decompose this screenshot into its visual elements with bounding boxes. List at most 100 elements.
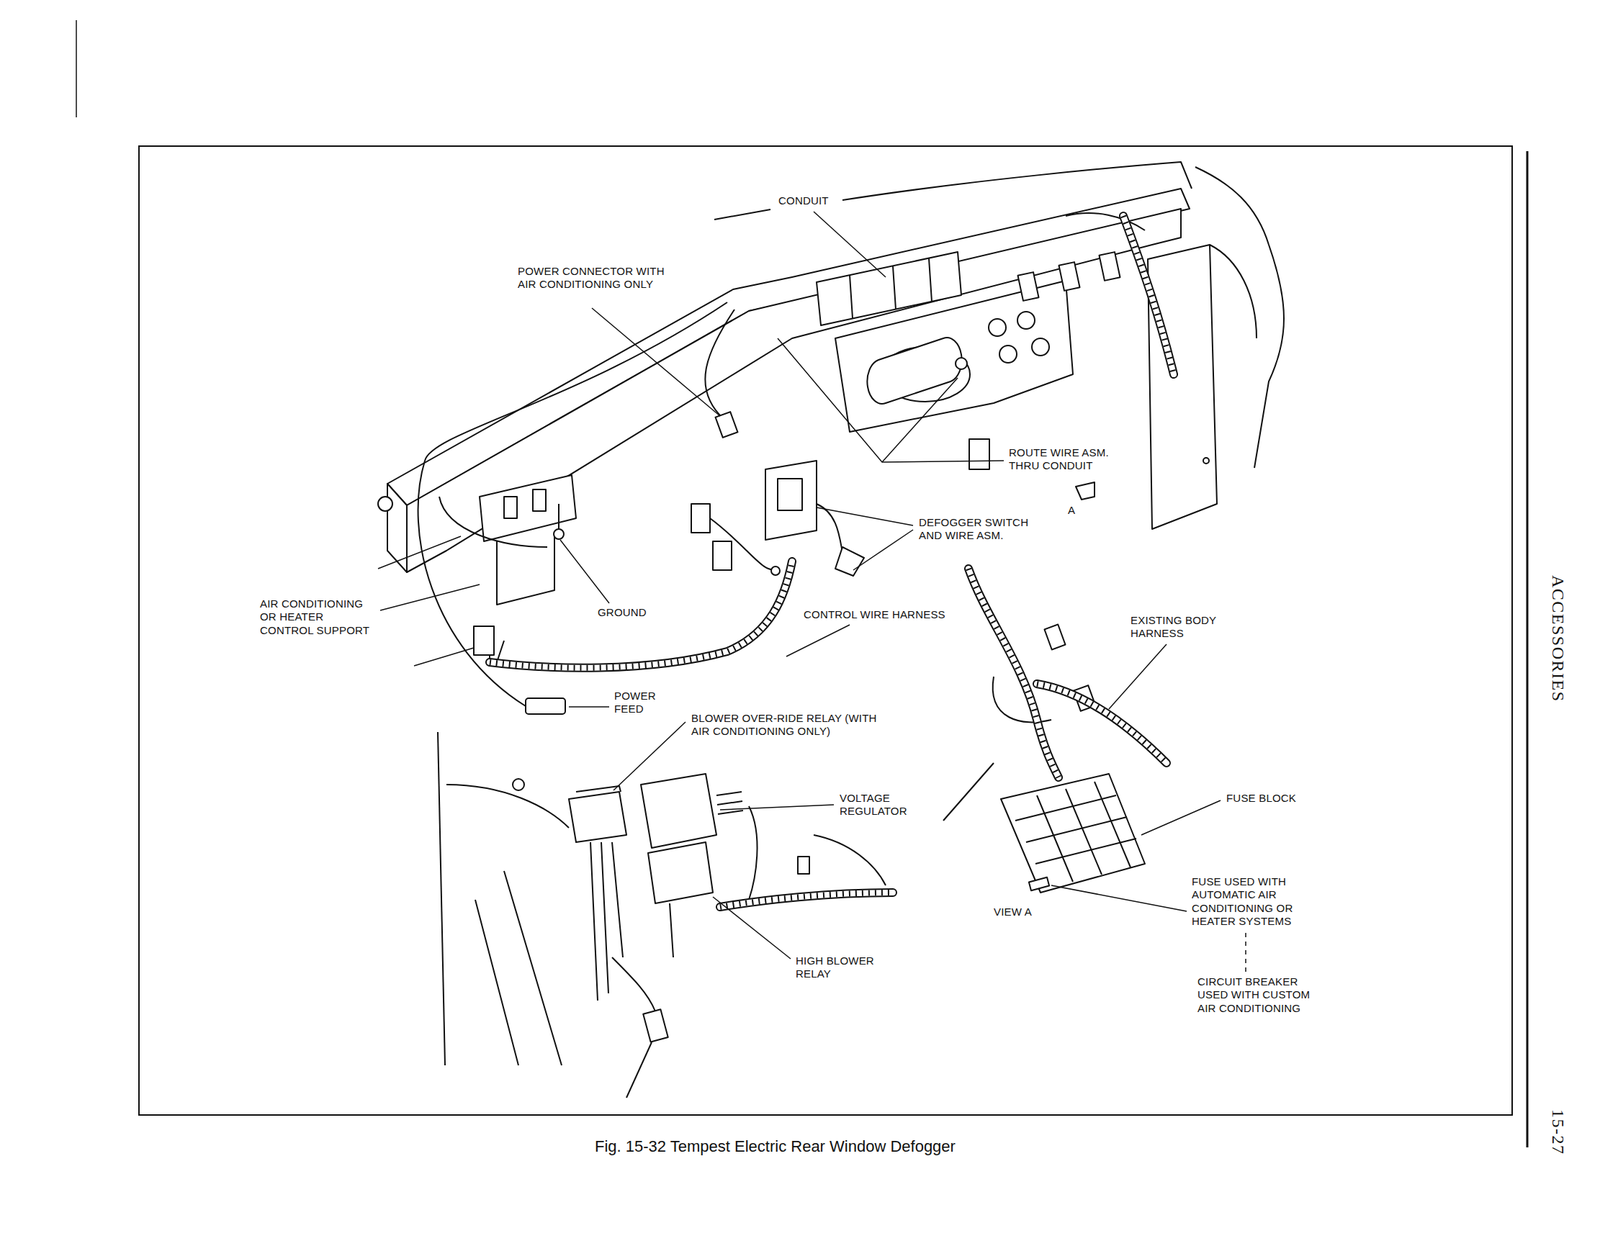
callout-label: VOLTAGE REGULATOR xyxy=(838,792,920,819)
relay-inset xyxy=(512,779,525,791)
page-frame xyxy=(1526,151,1529,1148)
relay-inset xyxy=(720,892,893,908)
instrument-panel xyxy=(988,318,1006,337)
leader-line xyxy=(560,540,610,604)
relay-inset xyxy=(720,892,893,908)
relay-inset xyxy=(640,774,717,849)
fuse-block-view xyxy=(968,568,1059,778)
control-wiring xyxy=(771,566,780,576)
instrument-panel xyxy=(378,162,1284,573)
leader-line xyxy=(813,211,886,278)
leader-line xyxy=(1051,885,1187,912)
callout-label: AIR CONDITIONING OR HEATER CONTROL SUPPO… xyxy=(259,597,381,638)
relay-inset xyxy=(437,732,893,1099)
control-wiring xyxy=(439,496,548,548)
control-wiring xyxy=(558,504,560,530)
leader-line xyxy=(777,338,1004,463)
callout-label: HIGH BLOWER RELAY xyxy=(794,954,885,982)
callout-label: FUSE USED WITH AUTOMATIC AIR CONDITIONIN… xyxy=(1190,875,1323,929)
page-number: 15-27 xyxy=(1547,1108,1569,1157)
callout-label: POWER CONNECTOR WITH AIR CONDITIONING ON… xyxy=(517,264,685,292)
callout-label: CONTROL WIRE HARNESS xyxy=(802,608,947,622)
relay-inset xyxy=(813,835,886,886)
fuse-block-view xyxy=(1044,624,1065,650)
control-wiring xyxy=(504,496,518,519)
section-heading: ACCESSORIES xyxy=(1547,574,1569,704)
figure-caption: Fig. 15-32 Tempest Electric Rear Window … xyxy=(594,1137,956,1157)
instrument-panel xyxy=(1098,252,1120,281)
instrument-panel xyxy=(842,162,1192,201)
instrument-panel xyxy=(969,439,990,470)
instrument-panel xyxy=(1017,272,1039,301)
fuse-block-view xyxy=(968,568,1059,778)
leader-line xyxy=(712,897,791,960)
callout-label: POWER FEED xyxy=(613,689,666,717)
relay-inset xyxy=(437,732,446,1066)
leader-line xyxy=(720,805,834,811)
instrument-panel xyxy=(1123,216,1174,375)
fuse-block-view xyxy=(943,763,994,821)
leader-line xyxy=(1108,644,1167,710)
leader-line xyxy=(786,625,850,657)
instrument-panel xyxy=(999,345,1017,363)
view-label: VIEW A xyxy=(992,905,1033,919)
leader-line xyxy=(1141,800,1221,836)
control-wiring xyxy=(479,475,577,542)
leader-line xyxy=(1245,933,1247,973)
fuse-block-view xyxy=(1028,877,1050,891)
instrument-panel xyxy=(1058,262,1080,291)
control-wiring xyxy=(553,529,564,540)
instrument-panel xyxy=(849,258,932,319)
leader-line xyxy=(882,378,958,463)
instrument-panel xyxy=(1203,457,1210,464)
instrument-panel xyxy=(955,357,968,370)
leader-line xyxy=(853,529,914,571)
control-wiring xyxy=(418,302,865,715)
fuse-block-view xyxy=(1036,684,1167,764)
relay-inset xyxy=(748,806,758,901)
instrument-panel xyxy=(1195,167,1284,469)
control-wiring xyxy=(532,489,546,512)
leader-line xyxy=(378,536,461,569)
instrument-panel xyxy=(866,337,962,404)
instrument-panel xyxy=(1209,244,1257,339)
instrument-panel xyxy=(1031,338,1050,356)
callout-label: EXISTING BODY HARNESS xyxy=(1129,614,1233,641)
fuse-block-view xyxy=(1036,684,1167,764)
leader-line xyxy=(380,584,480,611)
page-frame xyxy=(75,20,78,118)
control-wiring xyxy=(715,411,739,438)
relay-inset xyxy=(475,871,562,1066)
leader-line xyxy=(378,211,1246,973)
relay-inset xyxy=(797,856,810,875)
fuse-block-view xyxy=(1000,774,1145,893)
instrument-panel xyxy=(406,208,1181,573)
callout-label: ROUTE WIRE ASM. THRU CONDUIT xyxy=(1008,446,1138,474)
page-frame xyxy=(138,146,1513,1116)
control-wiring xyxy=(835,547,865,577)
control-wiring xyxy=(489,561,793,669)
fuse-block-view xyxy=(1036,781,1131,883)
fuse-block-view xyxy=(1036,684,1167,764)
instrument-panel xyxy=(1123,216,1174,375)
view-letter: A xyxy=(1067,504,1076,518)
relay-inset xyxy=(720,892,893,908)
control-wiring xyxy=(525,698,566,715)
relay-inset xyxy=(612,957,656,1012)
control-wiring xyxy=(712,541,732,571)
leader-line xyxy=(816,507,914,526)
leader-line xyxy=(613,722,686,791)
control-wiring xyxy=(709,518,778,571)
instrument-panel xyxy=(1147,244,1217,530)
callout-label: BLOWER OVER-RIDE RELAY (WITH AIR CONDITI… xyxy=(690,712,885,739)
instrument-panel xyxy=(714,209,771,220)
instrument-panel xyxy=(1017,311,1035,330)
fuse-block-view xyxy=(1036,684,1167,764)
instrument-panel xyxy=(1123,216,1174,375)
page-frame xyxy=(76,20,1528,1148)
leader-line xyxy=(591,308,721,417)
callout-label: GROUND xyxy=(596,606,648,620)
callout-label: CONDUIT xyxy=(777,194,830,208)
callout-label: CIRCUIT BREAKER USED WITH CUSTOM AIR CON… xyxy=(1196,975,1328,1016)
